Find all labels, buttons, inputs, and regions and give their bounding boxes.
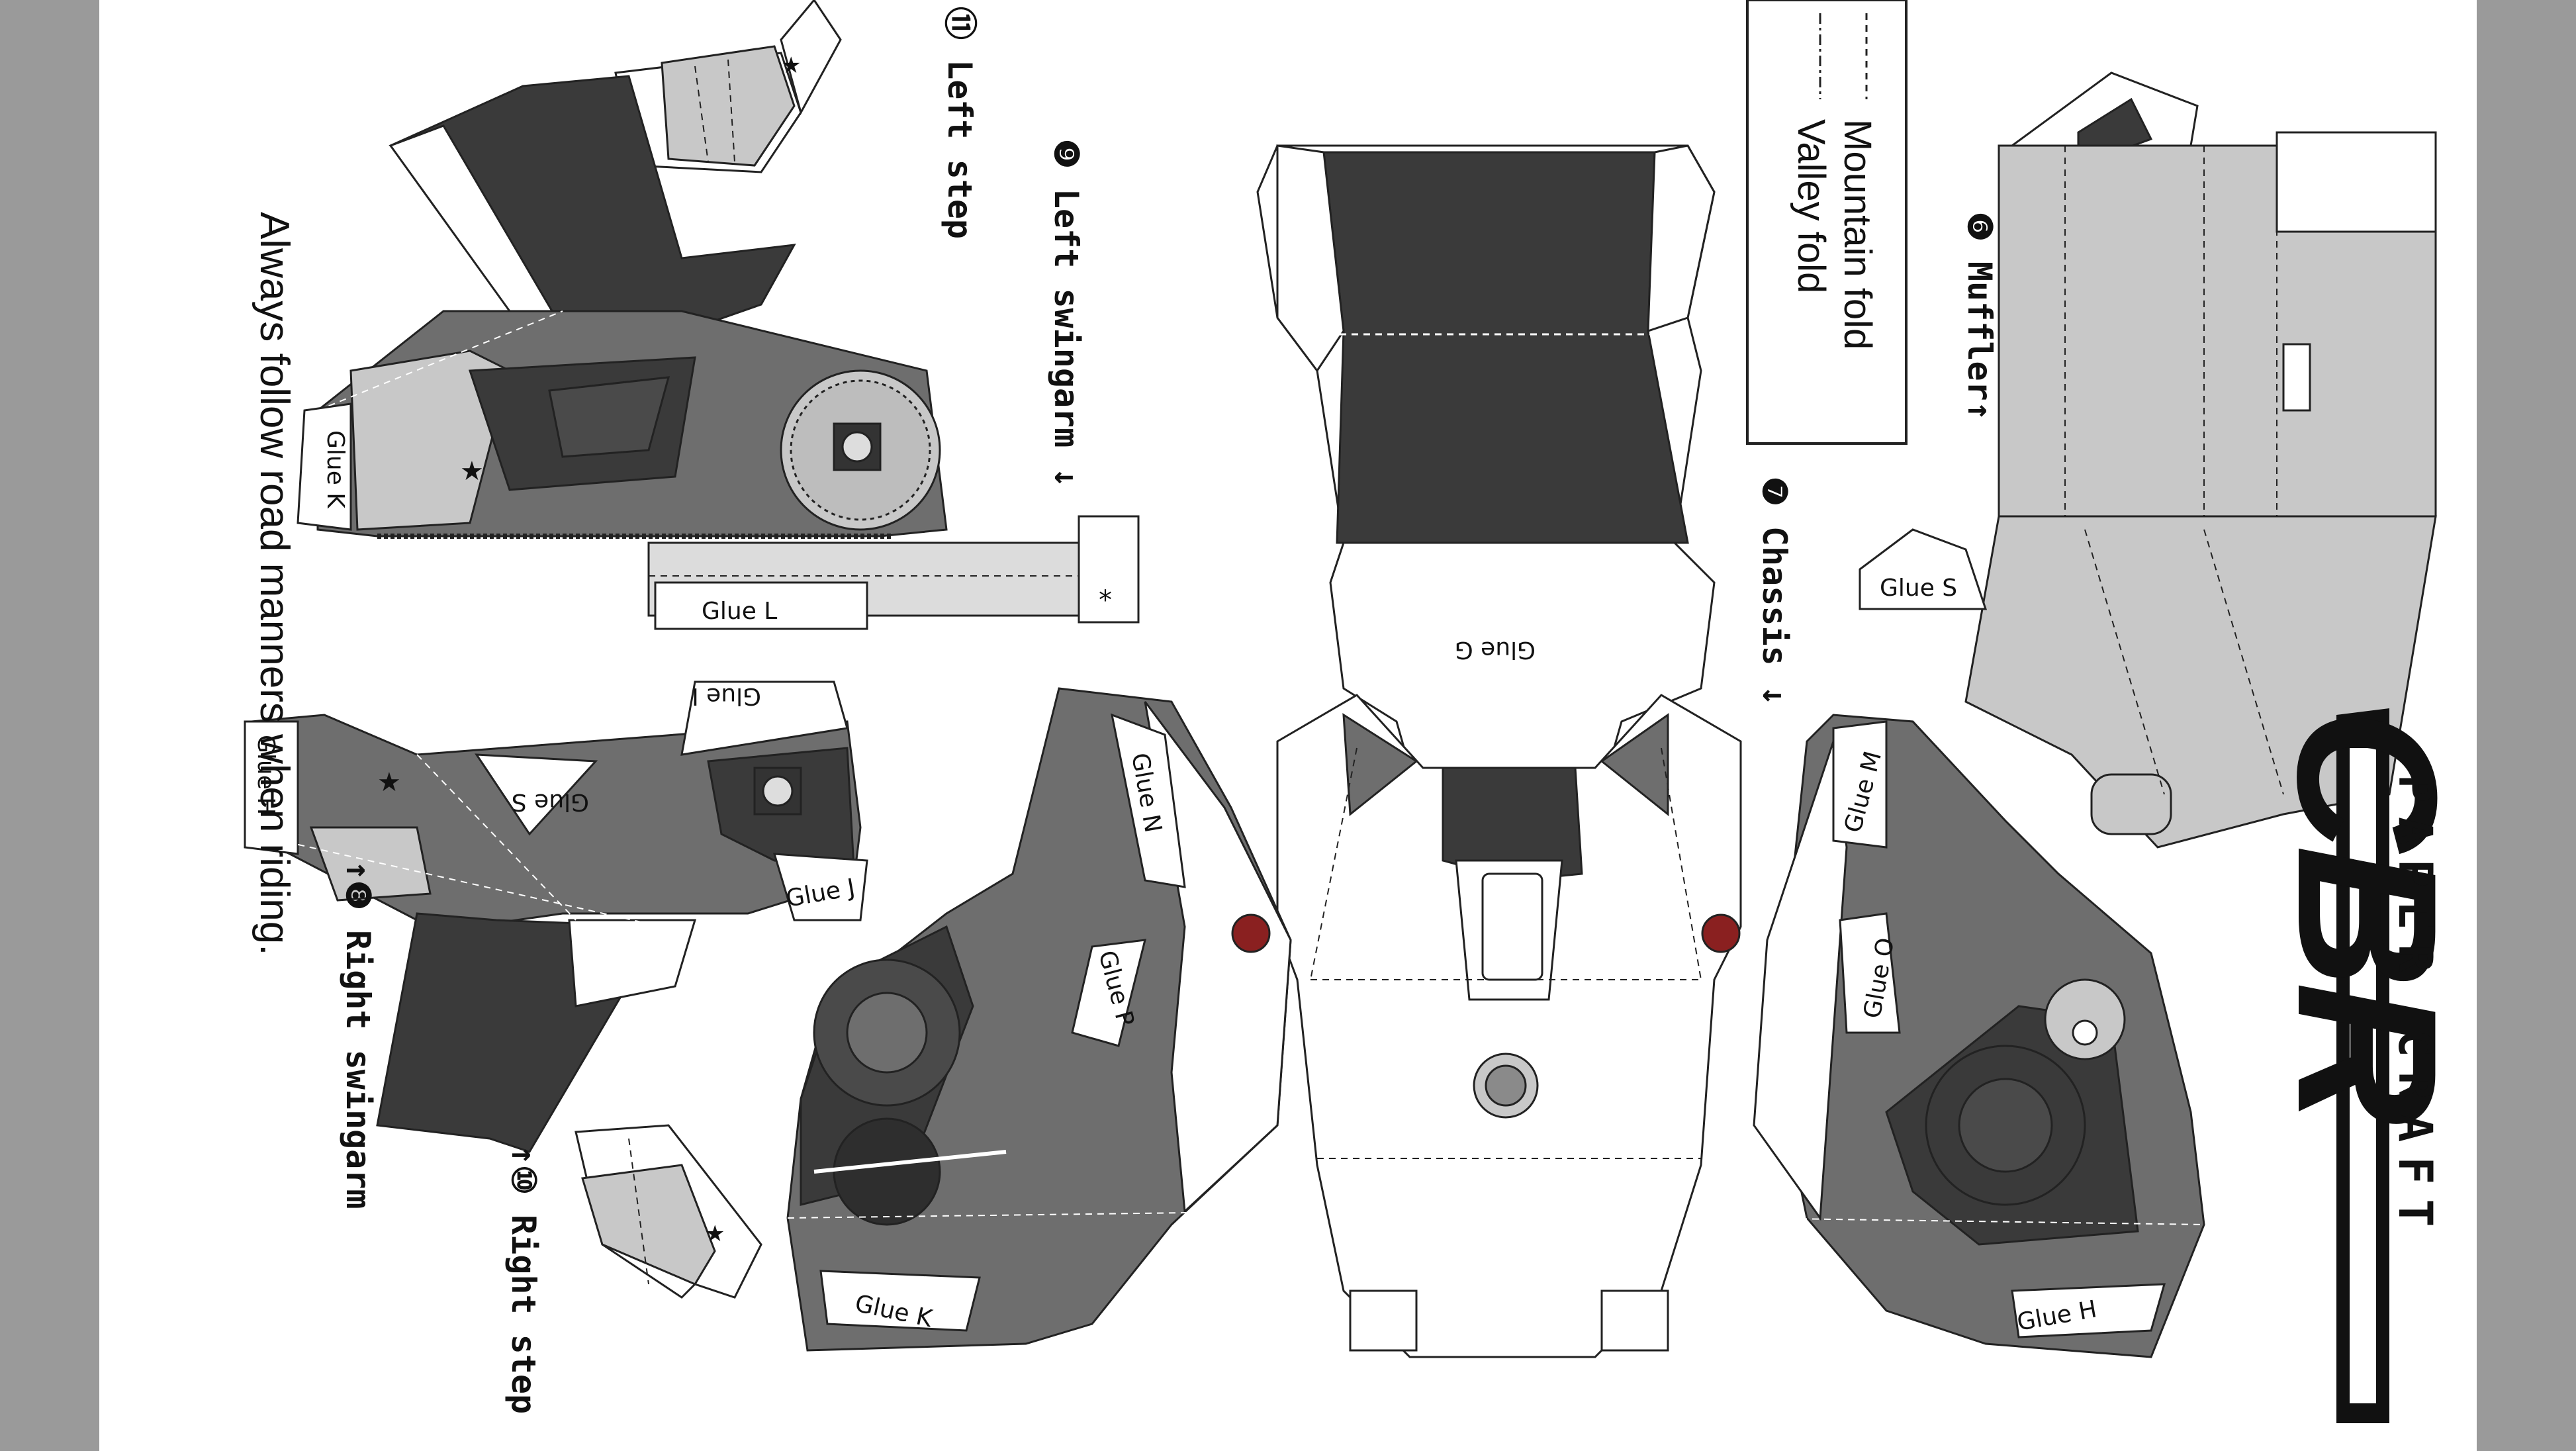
legend-mountain-fold-label: Mountain fold [1836,119,1879,350]
part-left-side-panel: Glue N Glue P Glue K [786,687,1292,1352]
glue-h-label: Glue H [252,735,279,815]
star-mark: ★ [377,767,401,798]
glue-k-label: Glue K [322,430,349,509]
part-muffler: Glue S [1859,71,2437,849]
star-mark: ★ [460,456,484,487]
glue-l-label: Glue L [702,598,777,625]
part-8-title: ↑❽ Right swingarm [339,861,377,1209]
glue-g-label: Glue G [1455,636,1536,663]
part-right-side-panel: Glue M Glue O Glue H [1701,714,2205,1358]
brand-logo-text: CBR [2256,708,2477,1119]
papercraft-sheet: ★ Glue L * ★ Glue K [99,0,2477,1451]
part-right-swingarm: Glue S Glue I Glue J Glue H ★ [244,680,868,1153]
fold-legend [1746,0,1908,445]
star-mark: ★ [705,1221,725,1247]
legend-valley-fold-label: Valley fold [1790,119,1833,294]
part-7-title: ❼ Chassis ↓ [1755,477,1794,706]
part-left-step: ★ [614,0,842,173]
part-11-title: ⑪ Left step [941,7,979,240]
part-chassis: Glue G [1256,144,1742,1358]
part-right-step: ★ [575,1124,762,1299]
part-9-title: ❾ Left swingarm ↓ [1047,139,1085,488]
glue-s-label: Glue S [1880,575,1957,602]
glue-s-label: Glue S [512,788,589,816]
papercraft-template: ★ Glue L * ★ Glue K [244,0,2437,1423]
asterisk-mark: * [1099,585,1112,616]
part-6-title: ❻ Muffler↑ [1960,212,1999,421]
part-left-swingarm: Glue L * ★ Glue K [297,75,1140,630]
star-mark: ★ [781,52,801,79]
footer-road-manners-note: Always follow road manners when riding. [252,212,297,956]
subtitle-paper-craft: PAPER CRAFT [2388,774,2442,1242]
brand-logo [2336,708,2389,1423]
part-10-title: ↑⑩ Right step [504,1145,543,1415]
glue-i-label: Glue I [692,682,761,710]
